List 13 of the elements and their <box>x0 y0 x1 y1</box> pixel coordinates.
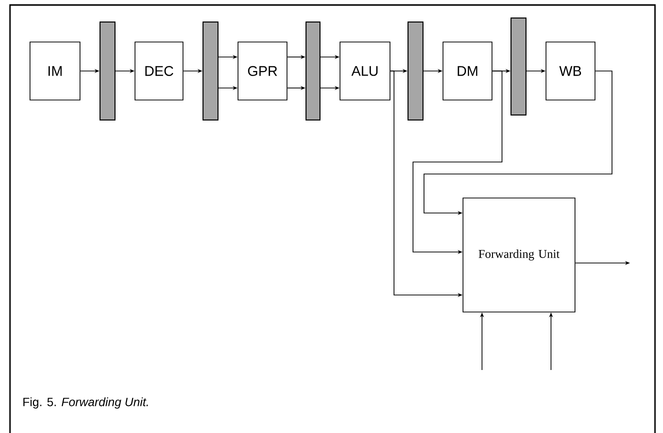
stage-box: ALU <box>340 42 390 100</box>
caption: Fig. 5. Forwarding Unit. <box>23 397 148 409</box>
register-bar <box>100 22 116 120</box>
register-bar <box>306 22 320 120</box>
register-bar <box>510 18 526 116</box>
stage-box: WB <box>546 42 596 100</box>
register-bar <box>408 22 424 120</box>
stage-box: DM <box>442 42 492 100</box>
stage-box: GPR <box>238 42 288 100</box>
unit-box: Forwarding Unit <box>462 198 576 312</box>
stage-box: IM <box>30 42 80 100</box>
stage-box: DEC <box>134 42 184 100</box>
register-bar <box>202 22 218 120</box>
